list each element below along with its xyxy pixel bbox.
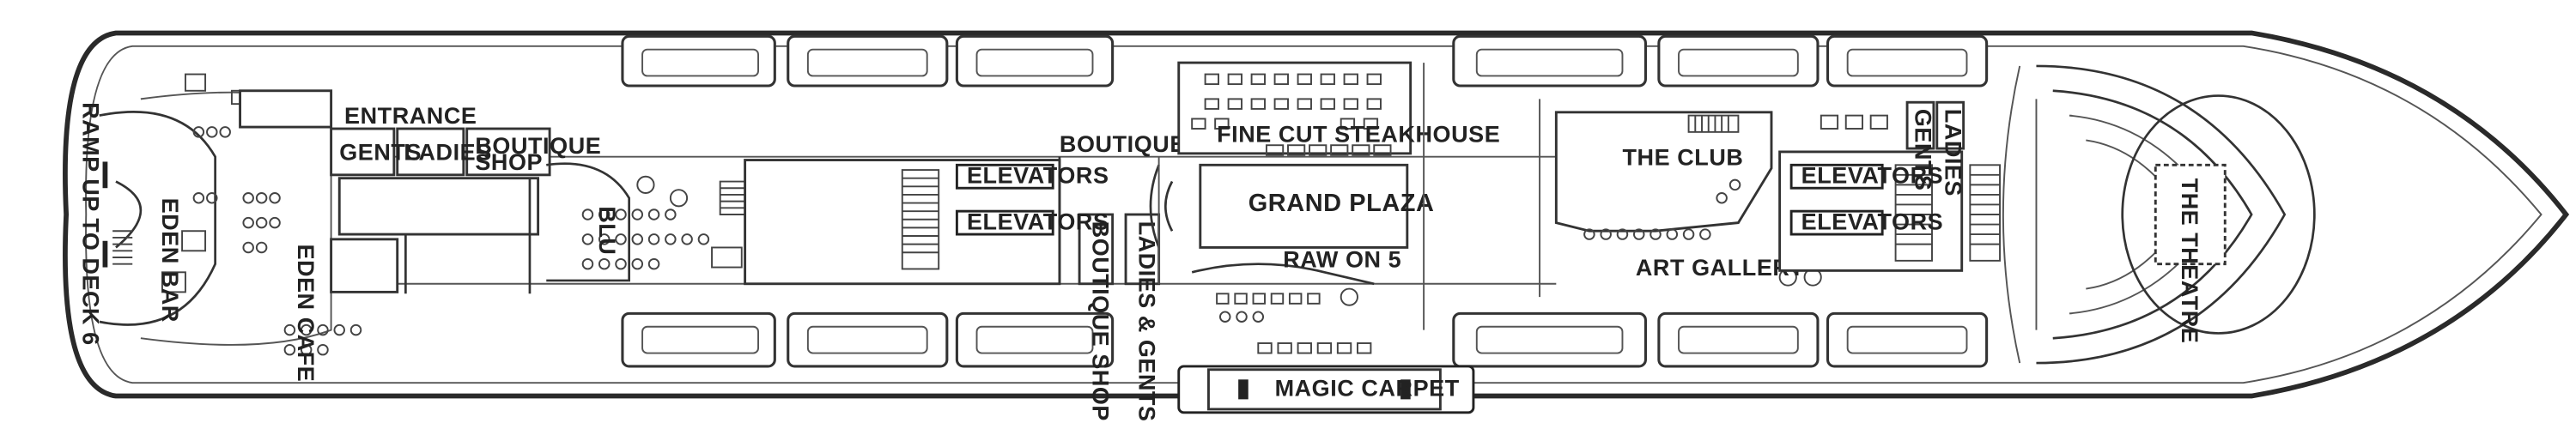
eden-cafe-label: EDEN CAFE	[293, 245, 319, 383]
elevators-fwd-label-2: ELEVATORS	[1801, 208, 1944, 234]
eden-bar-label: EDEN BAR	[157, 198, 183, 323]
grand-plaza-area	[1149, 163, 1409, 249]
lifeboats-top	[621, 34, 1989, 88]
the-theatre-label: THE THEATRE	[2177, 178, 2202, 344]
the-club-label: THE CLUB	[1622, 144, 1743, 170]
blu-label: BLU	[594, 206, 620, 255]
raw-on-5-area	[1191, 263, 1375, 323]
entrance-label: ENTRANCE	[344, 103, 477, 129]
fwd-elevators-area	[1778, 100, 1965, 272]
ramp-label: RAMP UP TO DECK 6	[77, 102, 103, 345]
entrance-area	[239, 89, 551, 294]
elevators-aft-label-1: ELEVATORS	[967, 162, 1109, 188]
magic-carpet	[1177, 342, 1475, 414]
theatre-area	[1969, 64, 2316, 365]
magic-carpet-label: MAGIC CARPET	[1275, 376, 1460, 402]
elevators-fwd-label-1: ELEVATORS	[1801, 162, 1944, 188]
corridor-lines	[1157, 63, 2038, 330]
grand-plaza-label: GRAND PLAZA	[1249, 190, 1435, 217]
art-gallery-label: ART GALLERY	[1636, 255, 1805, 281]
gents-label: GENTS	[339, 140, 422, 166]
eden-area	[99, 73, 362, 356]
the-club-area	[1554, 111, 1822, 287]
boutique-shop-vertical-label: BOUTIQUE SHOP	[1087, 221, 1113, 421]
fine-cut-steakhouse-area	[1177, 61, 1413, 156]
lifeboats-bottom	[621, 311, 1989, 368]
boutique-shop-label-2: SHOP	[475, 149, 543, 175]
ladies-label: LADIES	[404, 140, 491, 166]
aft-elevators-area	[744, 156, 1161, 286]
raw-on-5-label: RAW ON 5	[1283, 247, 1401, 273]
ladies-fwd-label: LADIES	[1940, 109, 1965, 196]
fine-cut-steakhouse-label: FINE CUT STEAKHOUSE	[1217, 121, 1500, 147]
gents-fwd-label: GENTS	[1911, 109, 1936, 191]
deck-inner-outline	[85, 45, 2543, 384]
ladies-gents-mid-label: LADIES & GENTS	[1133, 221, 1159, 422]
boutique-shop-label-1: BOUTIQUE	[475, 133, 601, 159]
elevators-aft-label-2: ELEVATORS	[967, 208, 1109, 234]
